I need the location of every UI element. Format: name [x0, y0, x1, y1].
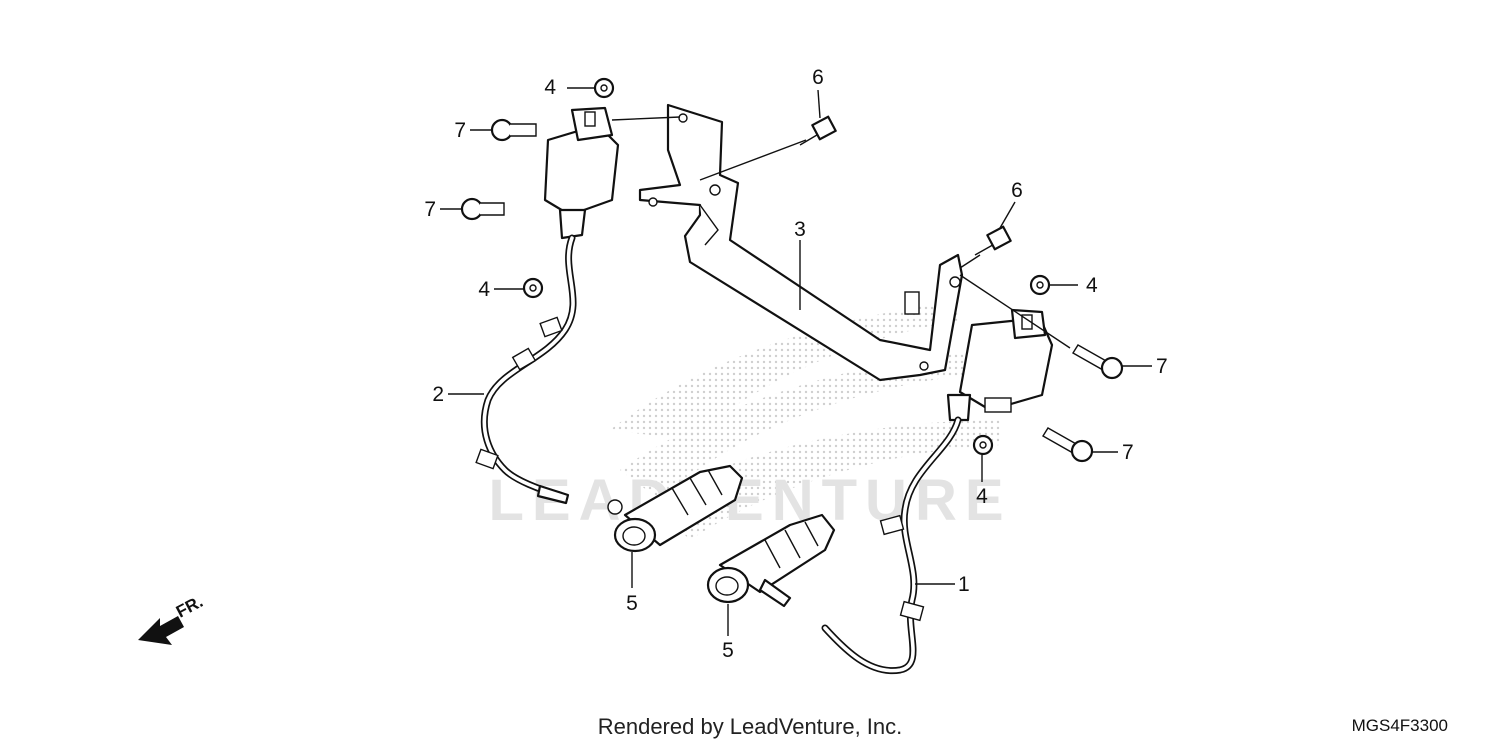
callout-4: 4 [1086, 274, 1098, 297]
part-7-bolt-c [1072, 344, 1124, 380]
footer-credit: Rendered by LeadVenture, Inc. [597, 714, 903, 739]
callout-5: 5 [626, 592, 638, 615]
part-4-clip-a [593, 77, 615, 99]
part-2-ignition-coil-left [475, 106, 620, 505]
part-7-bolt-d [1042, 427, 1094, 463]
part-4-clip-c [1029, 274, 1051, 296]
callout-7: 7 [1156, 355, 1168, 378]
front-direction-arrow-icon [138, 616, 184, 645]
part-4-clip-b [522, 277, 544, 299]
diagram-code: MGS4F3300 [1351, 716, 1448, 735]
callout-3: 3 [794, 218, 806, 241]
callout-2: 2 [432, 383, 444, 406]
front-direction-marker: FR. [138, 592, 206, 645]
part-5-plug-cap-left [607, 464, 744, 553]
callout-4: 4 [478, 278, 490, 301]
part-5-plug-cap-right [706, 513, 836, 608]
part-3-bracket [638, 103, 964, 382]
callout-4: 4 [544, 76, 556, 99]
callout-4: 4 [976, 485, 988, 508]
part-4-clip-d [972, 434, 994, 456]
part-6-bolt-upper [799, 115, 837, 146]
callout-labels: 4 7 7 4 2 6 6 3 4 7 7 4 5 5 1 [424, 66, 1167, 662]
callout-5: 5 [722, 639, 734, 662]
part-7-bolt-b [460, 197, 505, 221]
leader-lines [440, 87, 1152, 636]
callout-1: 1 [958, 573, 970, 596]
part-7-bolt-a [490, 118, 537, 142]
part-1-ignition-coil-right [821, 308, 1054, 675]
part-6-bolt-lower [974, 225, 1012, 256]
callout-7: 7 [454, 119, 466, 142]
callout-7: 7 [1122, 441, 1134, 464]
callout-6: 6 [1011, 179, 1023, 202]
callout-7: 7 [424, 198, 436, 221]
callout-6: 6 [812, 66, 824, 89]
